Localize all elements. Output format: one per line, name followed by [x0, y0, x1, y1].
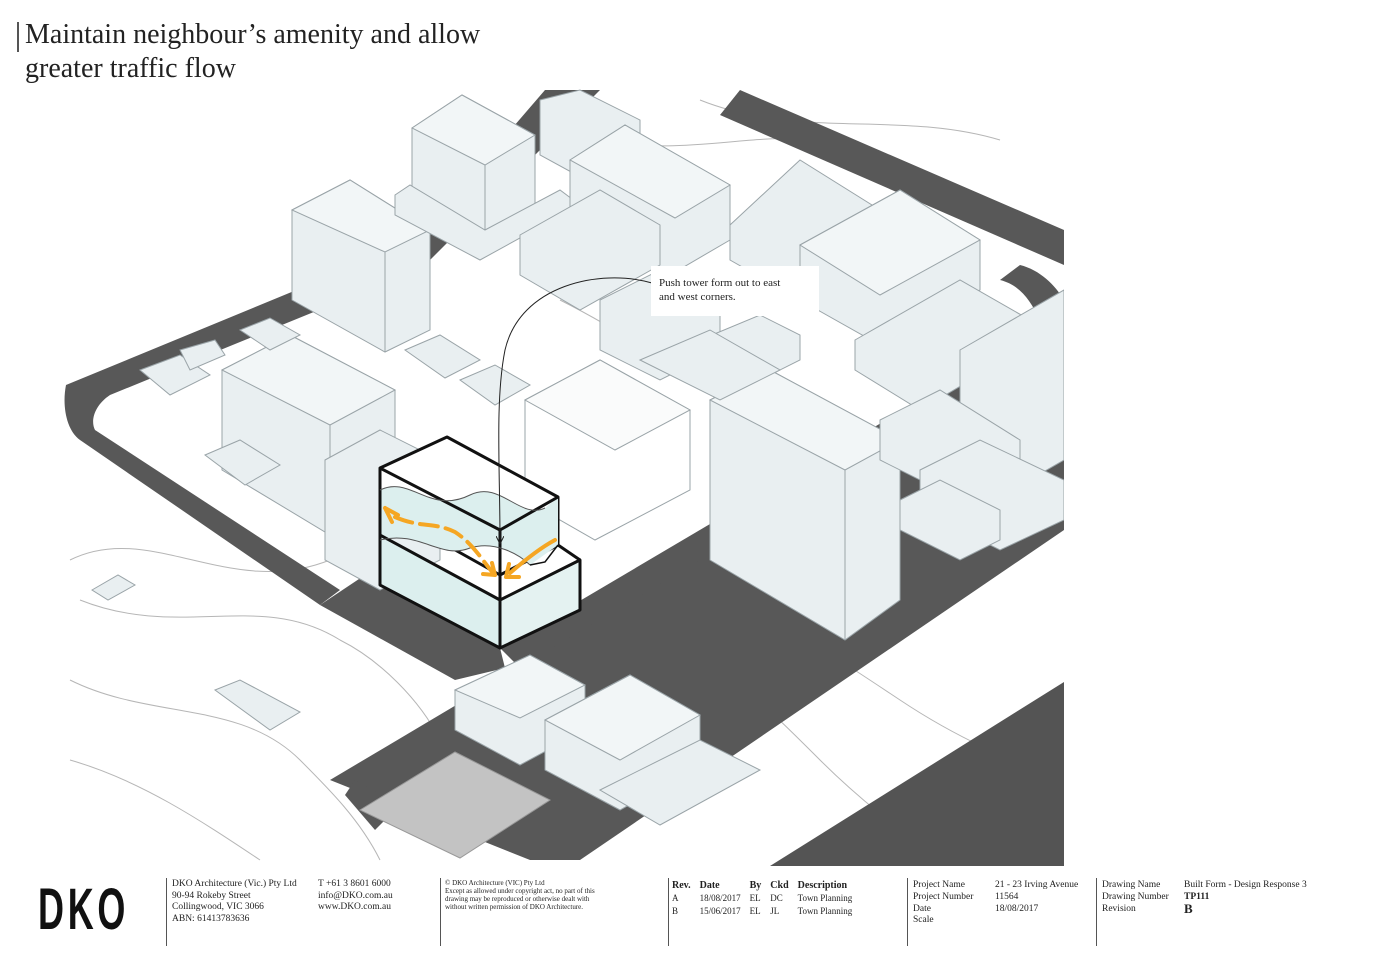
- table-row: B 15/06/2017 EL JL Town Planning: [672, 905, 861, 918]
- title-bar: [17, 22, 19, 52]
- date-header: Date: [699, 880, 720, 891]
- dark-block: [770, 682, 1064, 866]
- project-info: Project Name 21 - 23 Irving Avenue Projec…: [913, 879, 1078, 926]
- axonometric-site-drawing: [64, 89, 1064, 866]
- description-cell: Town Planning: [797, 906, 853, 916]
- scale-label: Scale: [913, 915, 934, 925]
- drawing-name: Built Form - Design Response 3: [1184, 880, 1307, 890]
- company-address: DKO Architecture (Vic.) Pty Ltd 90-94 Ro…: [172, 879, 297, 924]
- context-buildings: [91, 89, 1064, 826]
- drawing-revision: B: [1184, 901, 1193, 916]
- drawing-name-label: Drawing Name: [1102, 880, 1161, 890]
- drawing-number-label: Drawing Number: [1102, 892, 1169, 902]
- date-cell: 18/08/2017: [699, 893, 741, 903]
- description-header: Description: [797, 880, 848, 891]
- proposed-tower: [378, 435, 582, 650]
- revision-label: Revision: [1102, 904, 1136, 914]
- rev-header: Rev.: [672, 880, 691, 891]
- direction-arrows: [383, 506, 557, 579]
- company-contact: T +61 3 8601 6000 info@DKO.com.au www.DK…: [318, 879, 393, 912]
- project-number: 11564: [995, 892, 1019, 902]
- callout-note: Push tower form out to east and west cor…: [651, 266, 819, 316]
- page-title: Maintain neighbour’s amenity and allow g…: [25, 19, 481, 84]
- date-label: Date: [913, 904, 931, 914]
- divider: [1096, 878, 1097, 946]
- title-block: DKO DKO Architecture (Vic.) Pty Ltd 90-9…: [0, 870, 1374, 966]
- carpark: [358, 751, 552, 859]
- by-cell: EL: [749, 893, 761, 903]
- divider: [166, 878, 167, 946]
- rev-cell: B: [672, 906, 679, 916]
- ckd-cell: DC: [770, 893, 783, 903]
- by-header: By: [749, 880, 762, 891]
- drawing-number: TP111: [1184, 892, 1210, 902]
- ckd-header: Ckd: [770, 880, 789, 891]
- date-cell: 15/06/2017: [699, 906, 741, 916]
- copyright-notice: © DKO Architecture (VIC) Pty Ltd Except …: [445, 879, 595, 911]
- project-name: 21 - 23 Irving Avenue: [995, 880, 1079, 890]
- divider: [668, 878, 669, 946]
- project-name-label: Project Name: [913, 880, 965, 890]
- divider: [440, 878, 441, 946]
- table-row: A 18/08/2017 EL DC Town Planning: [672, 892, 861, 905]
- drawing-info: Drawing Name Built Form - Design Response…: [1102, 879, 1307, 915]
- ckd-cell: JL: [770, 906, 780, 916]
- divider: [907, 878, 908, 946]
- rev-cell: A: [672, 893, 679, 903]
- project-number-label: Project Number: [913, 892, 974, 902]
- callout-leader: [499, 277, 653, 540]
- project-date: 18/08/2017: [995, 904, 1039, 914]
- description-cell: Town Planning: [797, 893, 853, 903]
- dko-logo: DKO: [38, 877, 130, 942]
- revision-table: Rev. Date By Ckd Description A 18/08/201…: [672, 879, 861, 918]
- by-cell: EL: [749, 906, 761, 916]
